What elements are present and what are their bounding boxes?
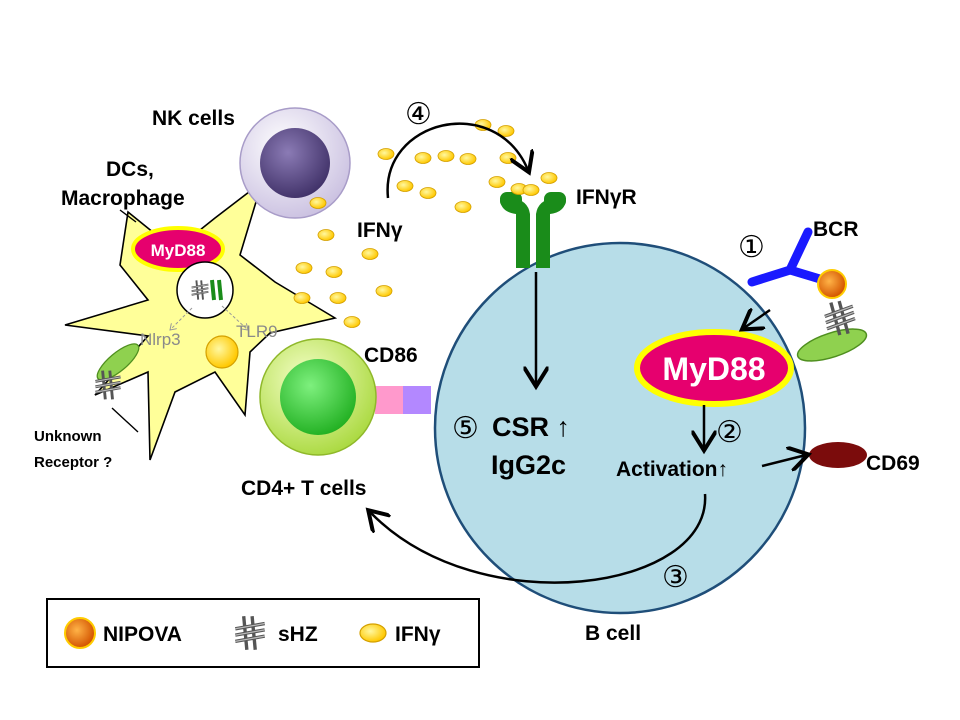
nk-cell: [239, 107, 351, 219]
ifng-dot: [325, 266, 343, 278]
myd88-small-label: MyD88: [151, 241, 206, 260]
ifng-dot: [437, 150, 455, 162]
myd88-large-label: MyD88: [662, 351, 765, 387]
unknown-receptor-line1: Unknown: [34, 428, 102, 445]
unknown-receptor-shape: [96, 343, 140, 381]
igg2c-label: IgG2c: [491, 450, 566, 480]
myd88-small-badge: MyD88: [131, 226, 225, 272]
ifng-dots: [293, 119, 558, 328]
unknown-receptor-line2: Receptor ?: [34, 454, 112, 471]
endosome: [170, 261, 248, 330]
ifng-dot: [454, 201, 472, 213]
cd69-label: CD69: [866, 452, 920, 475]
cd4-t-cells-label: CD4+ T cells: [241, 477, 366, 500]
legend-nipova-label: NIPOVA: [103, 623, 182, 646]
step-3-marker: ③: [662, 561, 689, 594]
b-cell-label: B cell: [585, 622, 641, 645]
ifng-dot: [317, 229, 335, 241]
arrow-bcr-to-myd88: [744, 310, 771, 328]
cd86-label: CD86: [364, 344, 418, 367]
arrow-activation-to-cd69: [761, 455, 806, 466]
arrow-step3-to-tcell: [370, 493, 707, 584]
step-5-marker: ⑤: [452, 412, 479, 445]
arrow-step4-ifng: [386, 122, 528, 199]
ifng-dot: [361, 248, 379, 260]
step-1-marker: ①: [738, 231, 765, 264]
ifng-dot: [419, 187, 437, 199]
ifng-dot: [497, 125, 515, 137]
dcs-label-line1: DCs,: [106, 158, 154, 181]
arrows: [370, 122, 806, 584]
activation-label: Activation↑: [616, 458, 728, 481]
ifng-dot: [329, 292, 347, 304]
nk-cells-label: NK cells: [152, 107, 235, 130]
dcs-label-line2: Macrophage: [61, 187, 185, 210]
ifngr-receptor: [500, 192, 566, 268]
unknown-receptor-pointer: [111, 407, 139, 433]
legend-shz-label: sHZ: [278, 623, 318, 646]
step-2-marker: ②: [716, 416, 743, 449]
legend-nipova-icon: [64, 617, 96, 649]
ifng-dot: [414, 152, 432, 164]
legend-ifng-icon: [359, 623, 387, 643]
csr-label: CSR ↑: [492, 412, 570, 442]
bcr-receptor: [747, 227, 847, 299]
nlrp3-sphere: [205, 335, 239, 369]
ifng-dot: [540, 172, 558, 184]
ifng-dot: [343, 316, 361, 328]
ifng-dot: [522, 184, 540, 196]
myd88-large-badge: MyD88: [634, 329, 794, 407]
nlrp3-label: Nlrp3: [140, 330, 181, 349]
ifng-dot: [293, 292, 311, 304]
ifng-dot: [488, 176, 506, 188]
ifng-dot: [375, 285, 393, 297]
ifngr-label: IFNγR: [576, 186, 637, 209]
ifng-dot: [499, 152, 517, 164]
dc-label-pointer: [119, 209, 137, 223]
cd86-connector: [375, 386, 431, 414]
ifng-dot: [309, 197, 327, 209]
bcell-green-receptor: [796, 328, 868, 362]
ifng-dot: [396, 180, 414, 192]
b-cell: [433, 241, 807, 615]
ifng-left-label: IFNγ: [357, 219, 403, 242]
legend: NIPOVA sHZ IFNγ: [46, 598, 480, 668]
ifng-dot: [295, 262, 313, 274]
cd69-receptor: [809, 442, 867, 468]
ifng-dot: [459, 153, 477, 165]
step-4-marker: ④: [405, 98, 432, 131]
bcr-label: BCR: [813, 218, 859, 241]
legend-ifng-label: IFNγ: [395, 623, 441, 646]
tlr9-label: TLR9: [236, 322, 278, 341]
ifng-dot: [377, 148, 395, 160]
cd4-t-cell: [259, 338, 377, 456]
